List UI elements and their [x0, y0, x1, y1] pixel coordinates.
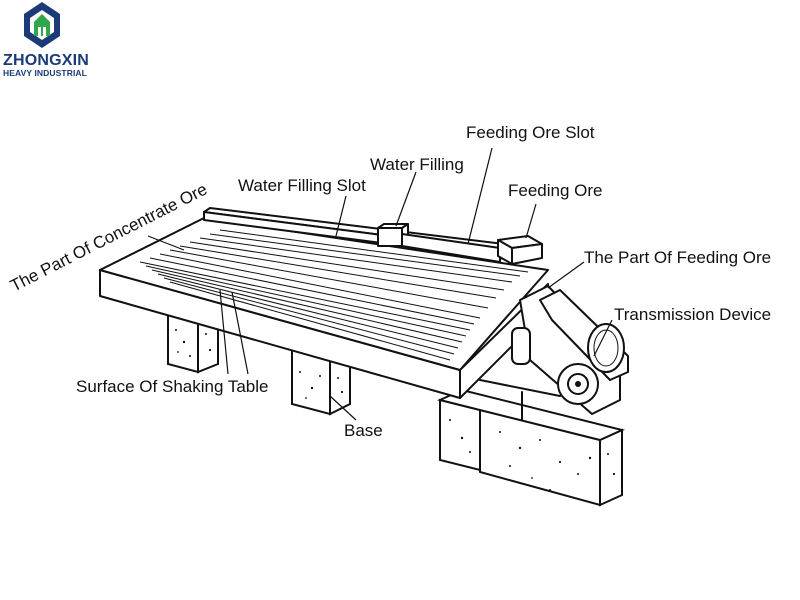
label-feeding-ore: Feeding Ore: [508, 181, 603, 200]
table-deck: [99, 207, 549, 399]
brand-name: ZHONGXIN: [3, 52, 90, 69]
label-water-filling: Water Filling: [370, 155, 464, 174]
base-block-middle: [291, 348, 351, 416]
label-water-filling-slot: Water Filling Slot: [238, 176, 366, 195]
table-riffles: [139, 229, 529, 361]
brand-logo: ZHONGXIN HEAVY INDUSTRIAL: [0, 0, 90, 80]
transmission-device: [479, 285, 629, 421]
label-feeding-ore-slot: Feeding Ore Slot: [466, 123, 595, 142]
label-part-of-feeding-ore: The Part Of Feeding Ore: [584, 248, 771, 267]
label-transmission-device: Transmission Device: [614, 305, 771, 324]
feeding-ore-slot: [401, 233, 543, 265]
leader-lines: [147, 147, 613, 421]
label-base: Base: [344, 421, 383, 440]
brand-subtitle: HEAVY INDUSTRIAL: [3, 68, 87, 78]
logo-emblem-icon: [24, 2, 60, 48]
concrete-texture: [175, 329, 616, 491]
label-surface-of-shaking-table: Surface Of Shaking Table: [76, 377, 268, 396]
base-block-right: [436, 388, 626, 507]
